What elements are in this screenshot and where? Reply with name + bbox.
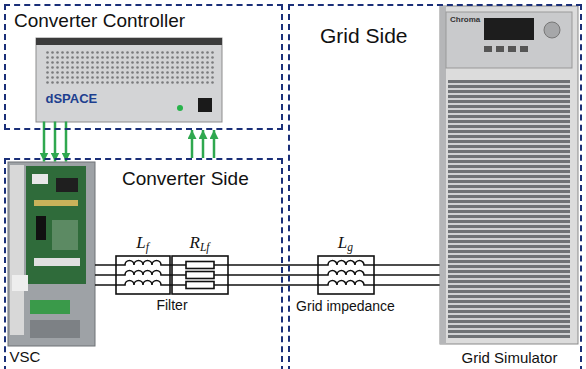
grid-simulator-photo [520, 46, 528, 52]
vsc-photo [34, 200, 78, 206]
signal-arrow [65, 122, 68, 162]
grid-simulator-photo [544, 22, 560, 38]
vsc-photo [8, 162, 95, 346]
vsc-unit: VSC [8, 162, 95, 367]
vsc-photo [36, 216, 46, 240]
vsc-photo [30, 320, 80, 338]
dspace-unit: dSPACE [36, 38, 222, 122]
inductor-symbol [318, 261, 374, 266]
grid-simulator-label: Grid Simulator [441, 349, 579, 366]
grid-region-label: Grid Side [320, 24, 408, 48]
vsc-photo [34, 258, 80, 266]
dspace-photo [36, 38, 222, 122]
dspace-photo [44, 50, 214, 86]
dspace-photo [36, 38, 222, 122]
grid-simulator-photo [484, 18, 534, 40]
vsc-photo [30, 300, 70, 314]
converter-region: Converter SideVSC LfRLf [4, 158, 283, 369]
inductor-symbol [116, 271, 170, 276]
signal-arrow [54, 122, 57, 162]
grid-simulator-photo [446, 12, 572, 68]
inductor-symbol [318, 271, 374, 276]
inductor-symbol [116, 281, 170, 286]
inductor-symbol [318, 256, 374, 294]
grid-simulator-photo [448, 80, 570, 338]
converter-region-label: Converter Side [122, 168, 249, 190]
vsc-photo [26, 166, 86, 284]
resistor-symbol [172, 256, 228, 294]
controller-region: Converter Controller dSPACE [4, 4, 283, 130]
signal-arrow [213, 130, 216, 158]
filter-resistor: RLf [172, 233, 228, 294]
grid-simulator-photo [440, 6, 578, 344]
vsc-photo [12, 275, 28, 291]
inductor-symbol [116, 256, 170, 294]
grid-simulator-photo [440, 6, 446, 344]
grid-impedance-label: Grid impedance [293, 298, 398, 314]
controller-region-label: Converter Controller [14, 10, 185, 32]
resistor-symbol [186, 282, 214, 289]
grid-simulator-photo [508, 46, 516, 52]
brand-logo: Chroma [450, 15, 480, 24]
vsc-photo [8, 162, 95, 346]
vsc-photo [52, 220, 78, 250]
resistor-symbol [186, 262, 214, 269]
vsc-photo [56, 178, 78, 192]
inductor-symbol [116, 261, 170, 266]
signal-arrow [191, 130, 194, 158]
filter-inductor: Lf [116, 233, 170, 294]
inductor-symbol [116, 256, 170, 294]
grid-impedance: LgGrid impedance [293, 233, 398, 315]
inductor-symbol [318, 281, 374, 286]
vsc-photo [10, 165, 24, 335]
filter-resistor-label: RLf [172, 233, 228, 253]
signal-arrow [43, 122, 46, 162]
grid-simulator-photo [484, 46, 492, 52]
filter-label: Filter [156, 297, 187, 313]
grid-region: Grid SideLgGrid impedanceGrid Simulator [288, 4, 582, 369]
grid-simulator-photo [440, 6, 578, 344]
inductor-symbol [318, 256, 374, 294]
dspace-unit-label: dSPACE [46, 92, 98, 107]
resistor-symbol [186, 272, 214, 279]
dspace-photo [198, 98, 212, 112]
grid-simulator: Grid Simulator [441, 6, 579, 367]
vsc-photo [32, 174, 48, 184]
filter-inductor-label: Lf [116, 233, 170, 253]
grid-simulator-photo [496, 46, 504, 52]
vsc-unit-label: VSC [10, 348, 41, 365]
resistor-symbol [172, 256, 228, 294]
signal-arrow [202, 130, 205, 158]
dspace-photo [177, 105, 183, 111]
dspace-photo [36, 38, 222, 45]
grid-impedance-label: Lg [293, 233, 398, 253]
